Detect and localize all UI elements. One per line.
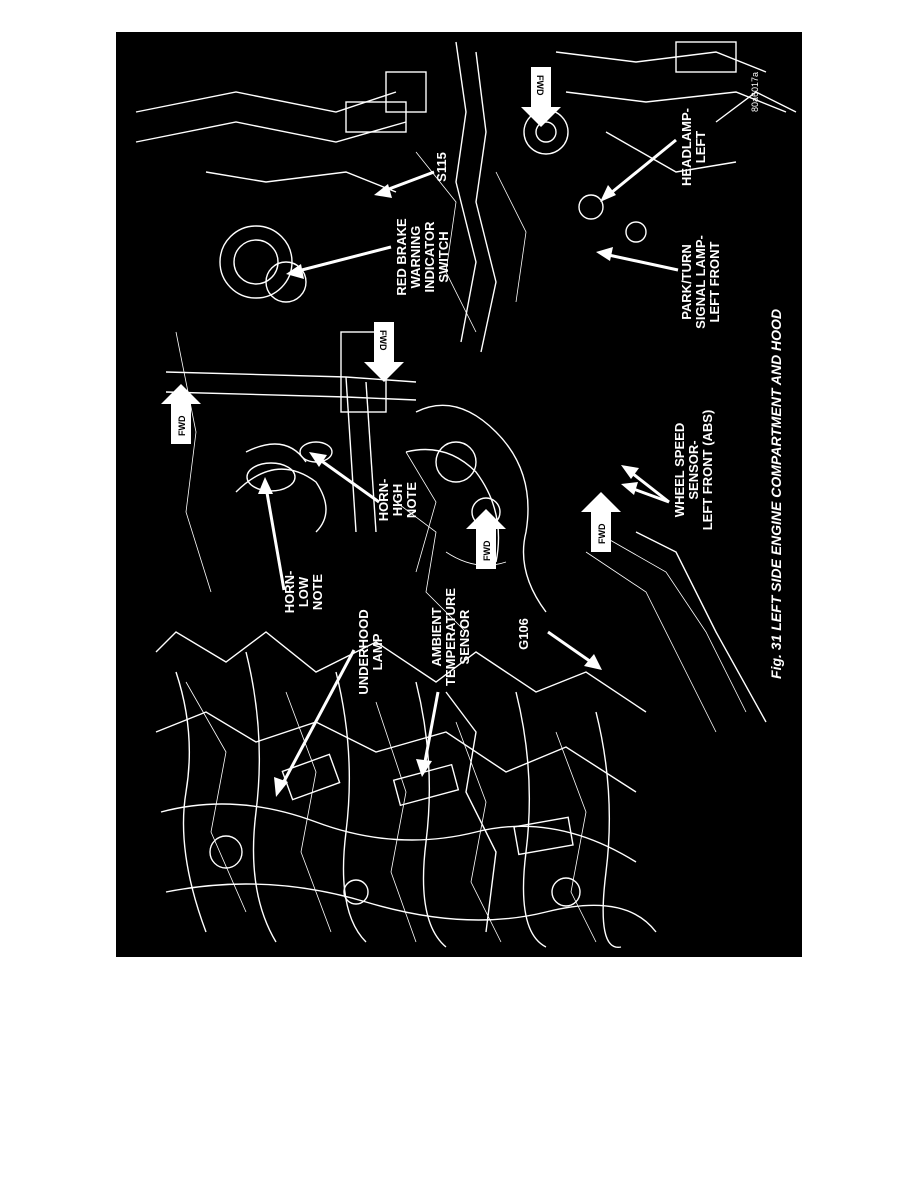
label-horn-low-note: HORN- LOW NOTE [282, 571, 325, 614]
forward-arrow-3: FWD [161, 384, 201, 444]
label-red-brake-warning-indicator-switch: RED BRAKE WARNING INDICATOR SWITCH [394, 218, 451, 296]
figure-caption: Fig. 31 LEFT SIDE ENGINE COMPARTMENT AND… [768, 309, 784, 679]
svg-text:SENSOR: SENSOR [457, 609, 472, 665]
leader-lines [258, 138, 679, 797]
svg-text:LEFT FRONT (ABS): LEFT FRONT (ABS) [700, 410, 715, 531]
image-code: 80a6017a [750, 72, 760, 112]
svg-text:FWD: FWD [597, 523, 607, 544]
horn-illustration [165, 331, 437, 593]
svg-text:RED BRAKE: RED BRAKE [394, 218, 409, 296]
svg-text:FWD: FWD [378, 330, 388, 351]
svg-text:TEMPERATURE: TEMPERATURE [443, 588, 458, 686]
svg-text:PARK/TURN: PARK/TURN [679, 244, 694, 320]
label-underhood-lamp: UNDERHOOD LAMP [356, 609, 385, 694]
svg-text:LEFT: LEFT [693, 131, 708, 164]
forward-arrow-1: FWD [521, 67, 561, 127]
svg-text:UNDERHOOD: UNDERHOOD [356, 609, 371, 694]
label-ambient-temperature-sensor: AMBIENT TEMPERATURE SENSOR [429, 588, 472, 686]
svg-text:HORN-: HORN- [282, 571, 297, 614]
forward-arrow-4: FWD [466, 509, 506, 569]
svg-text:HIGH: HIGH [390, 484, 405, 517]
svg-text:HORN-: HORN- [376, 479, 391, 522]
brake-headlamp-illustration [135, 41, 797, 353]
svg-text:LAMP: LAMP [370, 633, 385, 670]
svg-text:S115: S115 [434, 152, 449, 182]
svg-text:INDICATOR: INDICATOR [422, 221, 437, 293]
wheel-speed-sensor-illustration [395, 404, 547, 633]
diagram-svg: FWD FWD FWD FWD FWD [116, 32, 802, 957]
svg-text:SIGNAL LAMP-: SIGNAL LAMP- [693, 235, 708, 329]
svg-text:NOTE: NOTE [404, 482, 419, 518]
svg-text:WARNING: WARNING [408, 226, 423, 289]
svg-text:FWD: FWD [482, 540, 492, 561]
svg-text:AMBIENT: AMBIENT [429, 607, 444, 666]
diagram-panel: FWD FWD FWD FWD FWD [116, 32, 802, 957]
label-headlamp-left: HEADLAMP- LEFT [679, 108, 708, 186]
svg-text:80a6017a: 80a6017a [750, 72, 760, 112]
svg-text:SENSOR-: SENSOR- [686, 440, 701, 499]
svg-text:FWD: FWD [535, 75, 545, 96]
label-horn-high-note: HORN- HIGH NOTE [376, 479, 419, 522]
svg-text:WHEEL SPEED: WHEEL SPEED [672, 423, 687, 517]
svg-text:G106: G106 [516, 618, 531, 650]
svg-text:LOW: LOW [296, 576, 311, 607]
forward-arrow-2: FWD [364, 322, 404, 382]
forward-arrow-5: FWD [581, 492, 621, 552]
svg-text:NOTE: NOTE [310, 574, 325, 610]
svg-text:SWITCH: SWITCH [436, 231, 451, 282]
svg-text:HEADLAMP-: HEADLAMP- [679, 108, 694, 186]
engine-compartment-illustration [155, 531, 767, 948]
svg-text:LEFT FRONT: LEFT FRONT [707, 242, 722, 323]
svg-text:Fig. 31 LEFT SIDE ENGINE COMPA: Fig. 31 LEFT SIDE ENGINE COMPARTMENT AND… [768, 309, 784, 679]
label-g106: G106 [516, 618, 531, 650]
svg-text:FWD: FWD [177, 415, 187, 436]
label-s115: S115 [434, 152, 449, 182]
label-wheel-speed-sensor: WHEEL SPEED SENSOR- LEFT FRONT (ABS) [672, 410, 715, 531]
label-park-turn-signal-lamp: PARK/TURN SIGNAL LAMP- LEFT FRONT [679, 235, 722, 329]
